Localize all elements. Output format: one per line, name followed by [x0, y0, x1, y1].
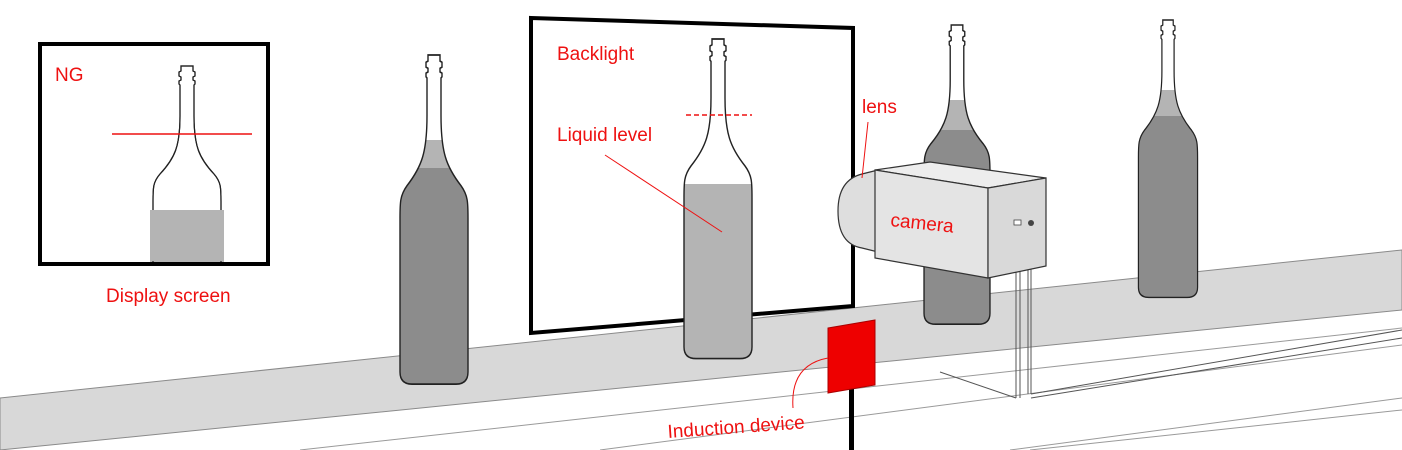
- camera-port-icon: [1028, 220, 1034, 226]
- bottle-4: [1137, 19, 1199, 299]
- camera-connector-icon: [1013, 219, 1022, 226]
- induction-device-label: Induction device: [667, 412, 805, 443]
- display-screen-label: Display screen: [106, 286, 231, 307]
- induction-stand: [849, 385, 854, 450]
- induction-device: [827, 319, 876, 450]
- lens-pointer: [861, 121, 869, 179]
- liquid-level-label: Liquid level: [557, 125, 652, 146]
- bottle-1: [399, 54, 469, 385]
- liquid-level-pointer: [604, 154, 723, 233]
- display-screen: NG: [38, 42, 270, 266]
- camera: [837, 161, 1047, 279]
- induction-pointer: [792, 357, 829, 409]
- camera-lens: [837, 169, 879, 253]
- bottle-2: [683, 38, 753, 360]
- camera-body-side: [987, 177, 1047, 279]
- induction-sensor: [827, 319, 876, 394]
- backlight-label: Backlight: [557, 44, 635, 65]
- display-status-label: NG: [55, 65, 84, 86]
- lens-label: lens: [862, 97, 897, 118]
